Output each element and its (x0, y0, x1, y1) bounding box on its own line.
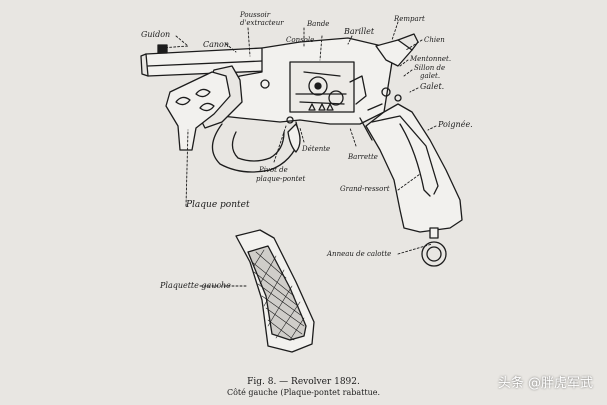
label-sillon-1: Sillon de (414, 64, 446, 72)
label-rempart: Rempart (394, 15, 425, 23)
label-detente: Détente (302, 145, 331, 153)
watermark: 头条 @胖虎军武 (497, 376, 593, 391)
label-barrette: Barrette (348, 153, 378, 161)
label-mentonnet: Mentonnet. (410, 55, 452, 63)
label-plaque-pontet: Plaque pontet (186, 200, 250, 210)
trigger-guard (211, 121, 301, 173)
label-canon: Canon (203, 40, 230, 49)
label-poussoir-1: Poussoir (240, 11, 271, 19)
label-barillet: Barillet (344, 27, 375, 36)
label-anneau: Anneau de calotte (327, 250, 392, 258)
label-poussoir-2: d'extracteur (240, 19, 284, 27)
label-console: Console (286, 36, 315, 44)
figure-caption-title: Fig. 8. — Revolver 1892. (247, 377, 360, 387)
label-grand-ressort: Grand-ressort (340, 185, 390, 193)
leader-lines (159, 21, 437, 287)
barrel (140, 44, 266, 77)
label-galet: Galet. (420, 82, 445, 91)
lanyard-ring (421, 227, 447, 267)
figure-caption-subtitle: Côté gauche (Plaque-pontet rabattue. (226, 388, 381, 397)
label-bande: Bande (307, 20, 330, 28)
label-guidon: Guidon (141, 30, 171, 39)
frame (165, 33, 419, 151)
label-pivot-1: Pivot de (259, 166, 288, 174)
label-sillon-2: galet. (420, 72, 441, 80)
label-poignee: Poignée. (438, 120, 473, 129)
label-chien: Chien (424, 36, 445, 44)
label-plaquette-gauche: Plaquette gauche (160, 281, 231, 290)
label-pivot-2: plaque-pontet (256, 175, 306, 183)
grip-plate (235, 229, 315, 353)
grip (359, 87, 463, 233)
